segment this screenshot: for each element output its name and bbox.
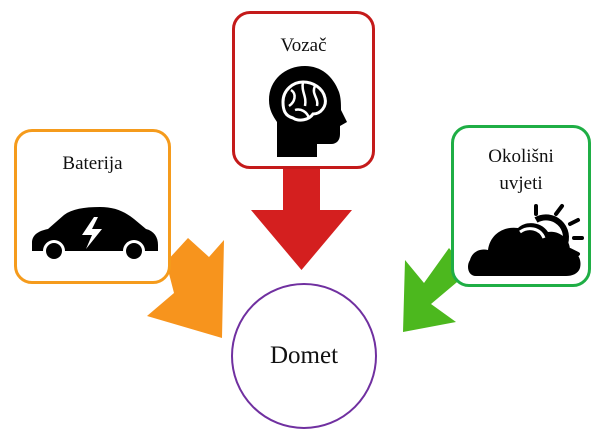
weather-cloud-sun-icon <box>468 204 584 276</box>
range-label: Domet <box>269 342 339 369</box>
battery-node <box>14 129 171 284</box>
range-node: Domet <box>231 283 377 429</box>
arrow-driver <box>251 162 352 270</box>
driver-label: Vozač <box>280 35 327 56</box>
environment-label-1: Okolišni <box>488 146 554 167</box>
electric-car-icon <box>32 207 158 262</box>
environment-label-2: uvjeti <box>499 173 543 194</box>
battery-label: Baterija <box>62 153 123 174</box>
brain-head-icon <box>269 66 347 157</box>
arrow-battery <box>147 238 224 338</box>
